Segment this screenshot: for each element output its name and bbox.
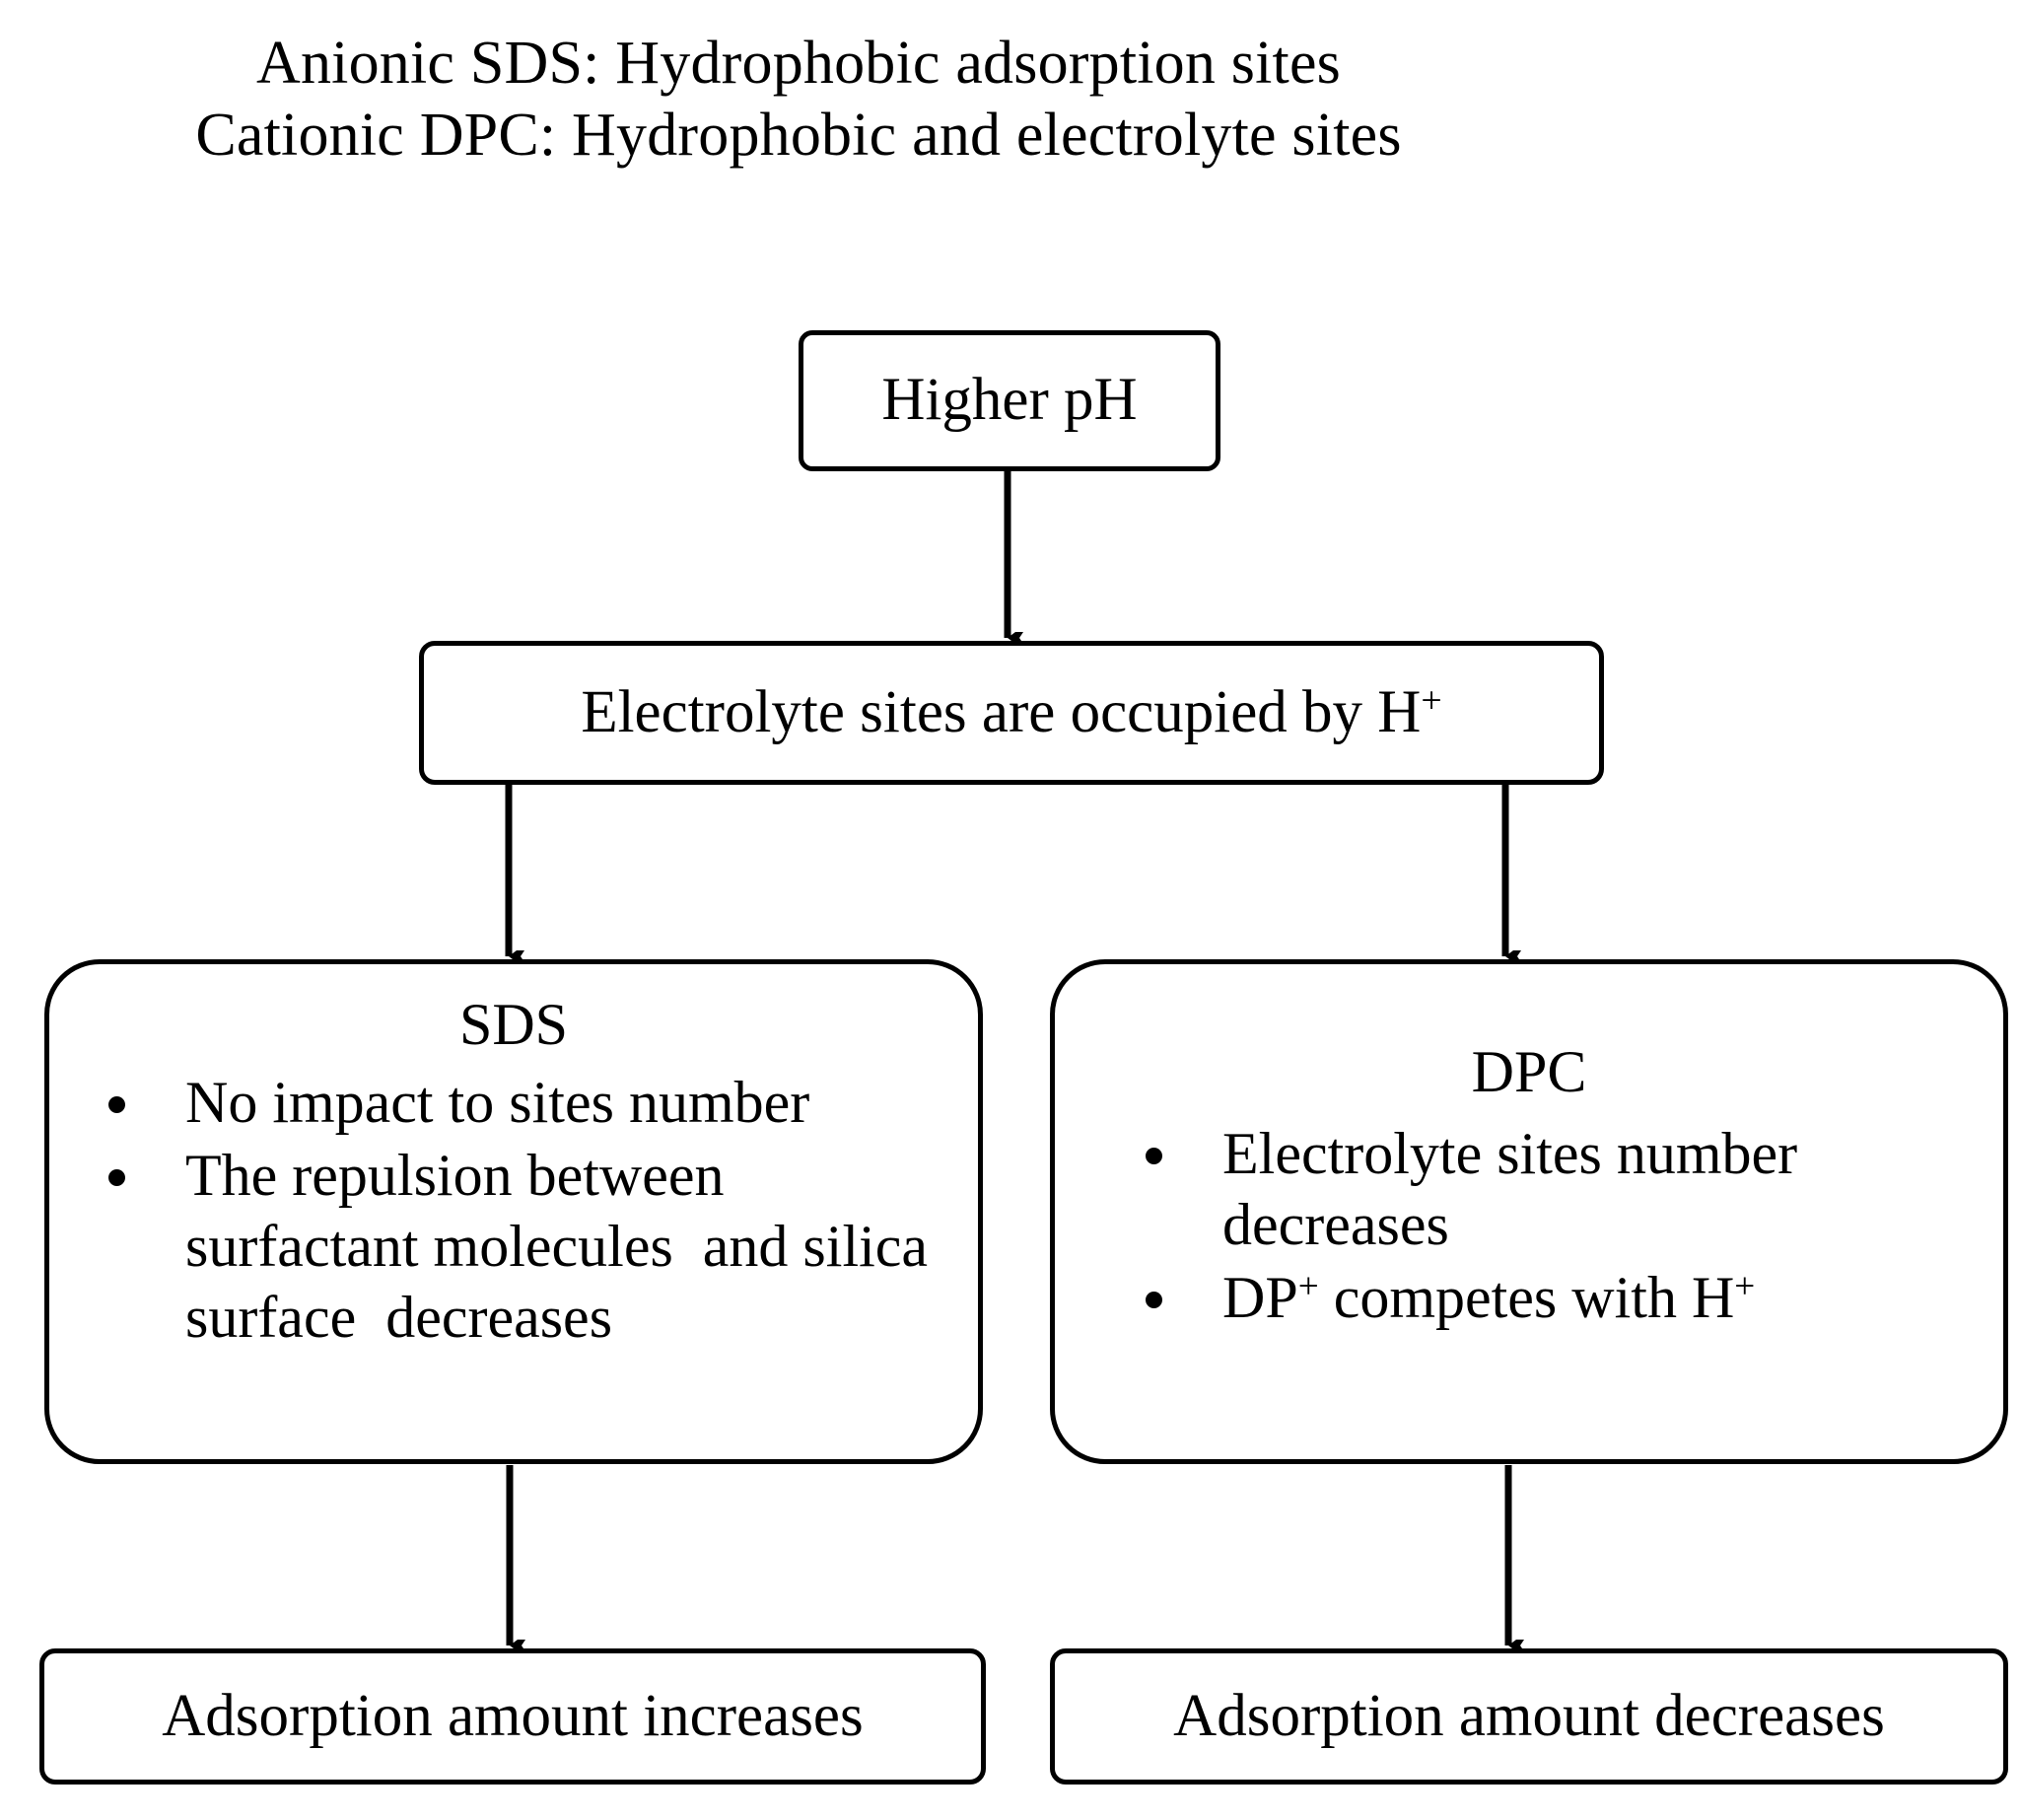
- node-adsorption-amount-decreases[interactable]: Adsorption amount decreases: [1050, 1648, 2008, 1785]
- node-sds-bullet-1: No impact to sites number: [101, 1067, 954, 1138]
- bullet-dot-icon: [1146, 1148, 1162, 1164]
- node-dpc-bullet-2-superscript-1: +: [1297, 1266, 1319, 1307]
- node-sds-bullet-2-text: The repulsion between surfactant molecul…: [185, 1143, 943, 1350]
- node-sds-title: SDS: [458, 992, 569, 1057]
- node-adsorption-amount-decreases-label: Adsorption amount decreases: [1173, 1682, 1885, 1749]
- bullet-dot-icon: [1146, 1292, 1162, 1308]
- node-electrolyte-sites-occupied-label: Electrolyte sites are occupied by H+: [581, 679, 1441, 746]
- node-dpc-bullet-1-text: Electrolyte sites number decreases: [1222, 1121, 1813, 1257]
- node-dpc-bullet-2-superscript-2: +: [1734, 1266, 1756, 1307]
- caption-line-cationic-dpc: Cationic DPC: Hydrophobic and electrolyt…: [195, 102, 1402, 170]
- node-sds-bullet-2: The repulsion between surfactant molecul…: [101, 1140, 954, 1353]
- node-electrolyte-sites-occupied[interactable]: Electrolyte sites are occupied by H+: [419, 641, 1604, 785]
- node-dpc-title: DPC: [1471, 1039, 1587, 1104]
- node-sds-bullet-list: No impact to sites number The repulsion …: [73, 1067, 954, 1355]
- node-sds[interactable]: SDS No impact to sites number The repuls…: [44, 959, 983, 1464]
- electrolyte-label-text: Electrolyte sites are occupied by H: [581, 678, 1422, 745]
- node-dpc[interactable]: DPC Electrolyte sites number decreases D…: [1050, 959, 2008, 1464]
- node-dpc-bullet-2-middle: competes with H: [1318, 1265, 1735, 1330]
- node-dpc-bullet-list: Electrolyte sites number decreases DP+ c…: [1079, 1118, 1980, 1335]
- bullet-dot-icon: [108, 1169, 125, 1186]
- caption-line-anionic-sds: Anionic SDS: Hydrophobic adsorption site…: [255, 30, 1342, 97]
- node-sds-bullet-1-text: No impact to sites number: [185, 1070, 810, 1135]
- node-adsorption-amount-increases[interactable]: Adsorption amount increases: [39, 1648, 986, 1785]
- electrolyte-label-superscript: +: [1421, 679, 1442, 722]
- diagram-caption: Anionic SDS: Hydrophobic adsorption site…: [0, 28, 1597, 172]
- node-adsorption-amount-increases-label: Adsorption amount increases: [162, 1682, 864, 1749]
- node-higher-ph-label: Higher pH: [881, 367, 1138, 434]
- node-dpc-bullet-2: DP+ competes with H+: [1138, 1262, 1980, 1333]
- bullet-dot-icon: [108, 1096, 125, 1113]
- node-dpc-bullet-2-prefix: DP: [1222, 1265, 1298, 1330]
- node-higher-ph[interactable]: Higher pH: [799, 330, 1220, 471]
- node-dpc-bullet-1: Electrolyte sites number decreases: [1138, 1118, 1980, 1260]
